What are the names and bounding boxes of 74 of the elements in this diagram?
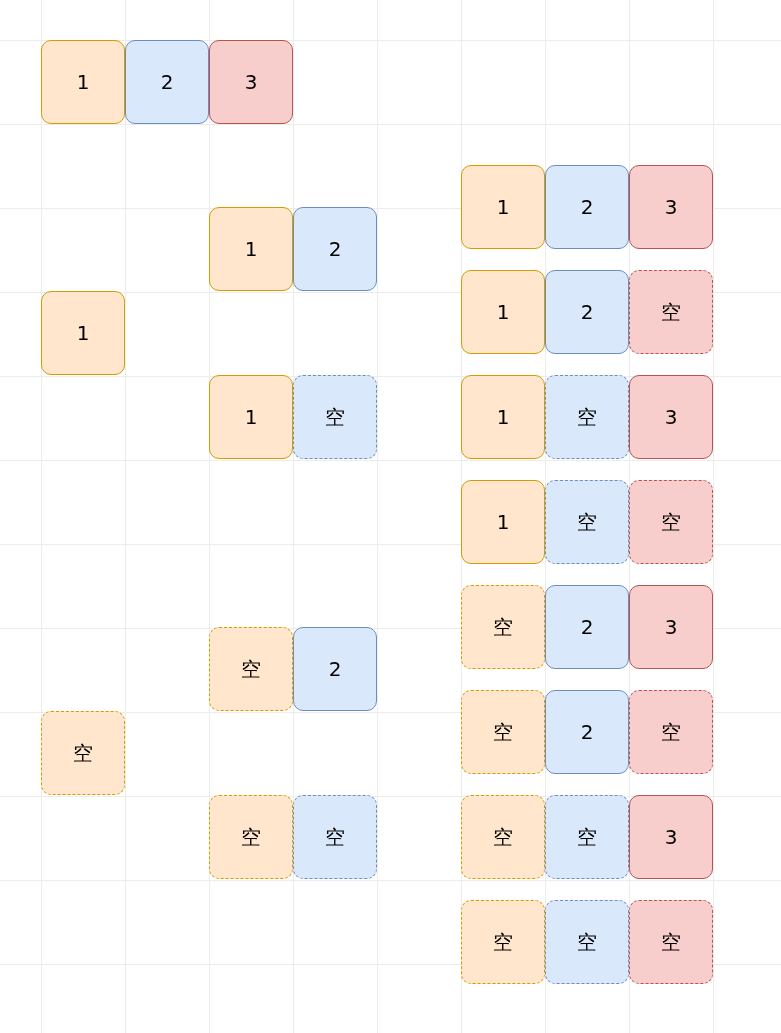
box-label: 空 bbox=[325, 403, 345, 431]
cell-box bbox=[293, 207, 377, 291]
box-label: 空 bbox=[577, 823, 597, 851]
box-label: 空 bbox=[73, 739, 93, 767]
dashed-box bbox=[545, 480, 629, 564]
box-label: 空 bbox=[661, 508, 681, 536]
dashed-box bbox=[209, 795, 293, 879]
box-label: 空 bbox=[493, 823, 513, 851]
dashed-box bbox=[41, 711, 125, 795]
dashed-box bbox=[461, 690, 545, 774]
cell-box bbox=[461, 375, 545, 459]
dashed-box bbox=[209, 627, 293, 711]
cell-box bbox=[629, 165, 713, 249]
dashed-box bbox=[461, 585, 545, 669]
dashed-box bbox=[629, 690, 713, 774]
box-label: 1 bbox=[244, 237, 258, 261]
box-label: 空 bbox=[493, 928, 513, 956]
box-label: 2 bbox=[328, 657, 342, 681]
dashed-box bbox=[629, 900, 713, 984]
dashed-box bbox=[629, 270, 713, 354]
cell-box bbox=[545, 165, 629, 249]
box-label: 2 bbox=[580, 720, 594, 744]
dashed-box bbox=[461, 795, 545, 879]
cell-box bbox=[41, 40, 125, 124]
dashed-box bbox=[293, 375, 377, 459]
cell-box bbox=[461, 270, 545, 354]
dashed-box bbox=[461, 900, 545, 984]
box-label: 空 bbox=[577, 928, 597, 956]
cell-box bbox=[125, 40, 209, 124]
cell-box bbox=[545, 690, 629, 774]
cell-box bbox=[209, 375, 293, 459]
dashed-box bbox=[545, 375, 629, 459]
box-label: 2 bbox=[580, 195, 594, 219]
box-label: 3 bbox=[664, 825, 678, 849]
box-label: 空 bbox=[325, 823, 345, 851]
box-label: 空 bbox=[661, 298, 681, 326]
cell-box bbox=[629, 795, 713, 879]
box-label: 1 bbox=[76, 321, 90, 345]
box-label: 1 bbox=[496, 405, 510, 429]
cell-box bbox=[209, 40, 293, 124]
cell-box bbox=[41, 291, 125, 375]
box-label: 2 bbox=[328, 237, 342, 261]
box-label: 3 bbox=[664, 405, 678, 429]
cell-box bbox=[461, 165, 545, 249]
box-label: 3 bbox=[664, 195, 678, 219]
dashed-box bbox=[545, 795, 629, 879]
cell-box bbox=[629, 585, 713, 669]
box-label: 空 bbox=[577, 403, 597, 431]
box-label: 空 bbox=[241, 655, 261, 683]
box-label: 空 bbox=[661, 718, 681, 746]
dashed-box bbox=[293, 795, 377, 879]
box-label: 1 bbox=[496, 195, 510, 219]
box-label: 3 bbox=[244, 70, 258, 94]
box-label: 3 bbox=[664, 615, 678, 639]
dashed-box bbox=[545, 900, 629, 984]
box-label: 空 bbox=[661, 928, 681, 956]
dashed-box bbox=[629, 480, 713, 564]
box-label: 1 bbox=[76, 70, 90, 94]
box-label: 空 bbox=[493, 613, 513, 641]
box-label: 空 bbox=[577, 508, 597, 536]
box-label: 1 bbox=[496, 300, 510, 324]
box-label: 空 bbox=[493, 718, 513, 746]
cell-box bbox=[293, 627, 377, 711]
cell-box bbox=[461, 480, 545, 564]
box-label: 2 bbox=[580, 300, 594, 324]
cell-box bbox=[545, 270, 629, 354]
box-label: 2 bbox=[580, 615, 594, 639]
box-label: 空 bbox=[241, 823, 261, 851]
cell-box bbox=[629, 375, 713, 459]
cell-box bbox=[545, 585, 629, 669]
box-label: 1 bbox=[244, 405, 258, 429]
box-label: 2 bbox=[160, 70, 174, 94]
cell-box bbox=[209, 207, 293, 291]
box-label: 1 bbox=[496, 510, 510, 534]
